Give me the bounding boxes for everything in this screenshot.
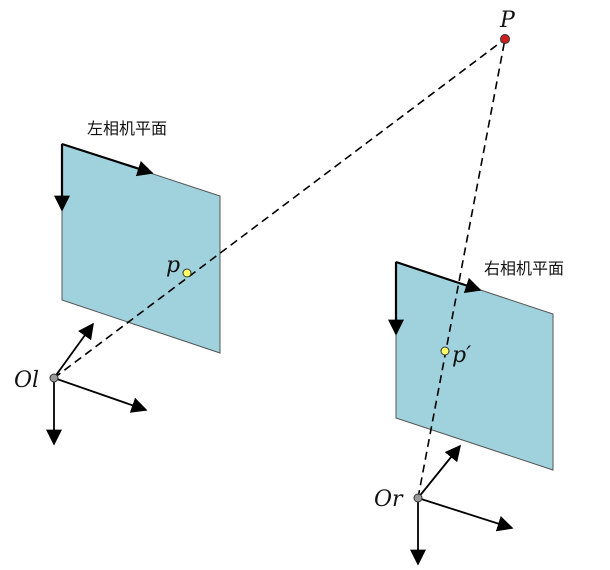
left-plane-label: 左相机平面	[87, 119, 167, 138]
right-image-point-p-prime	[440, 346, 450, 356]
right-camera-center	[413, 493, 423, 503]
left-camera-plane	[61, 143, 221, 354]
right-camera-z-axis	[417, 444, 462, 499]
left-image-point-p	[182, 268, 192, 278]
right-camera-center-label: Or	[374, 487, 404, 512]
left-plane-x-axis	[61, 142, 154, 177]
world-point-P	[500, 34, 510, 44]
left-camera-center	[49, 373, 59, 383]
left-image-point-label: p	[166, 253, 180, 278]
world-point-label: P	[499, 8, 516, 33]
right-image-point-label: p′	[452, 343, 471, 368]
right-camera-plane	[395, 261, 554, 471]
right-plane-label: 右相机平面	[484, 259, 564, 278]
left-camera-z-axis	[53, 322, 94, 379]
right-camera-x-axis	[417, 497, 514, 532]
left-camera-x-axis	[53, 377, 148, 413]
left-projection-ray	[53, 38, 506, 379]
left-camera-center-label: Ol	[14, 368, 39, 393]
right-plane-x-axis	[395, 260, 482, 294]
